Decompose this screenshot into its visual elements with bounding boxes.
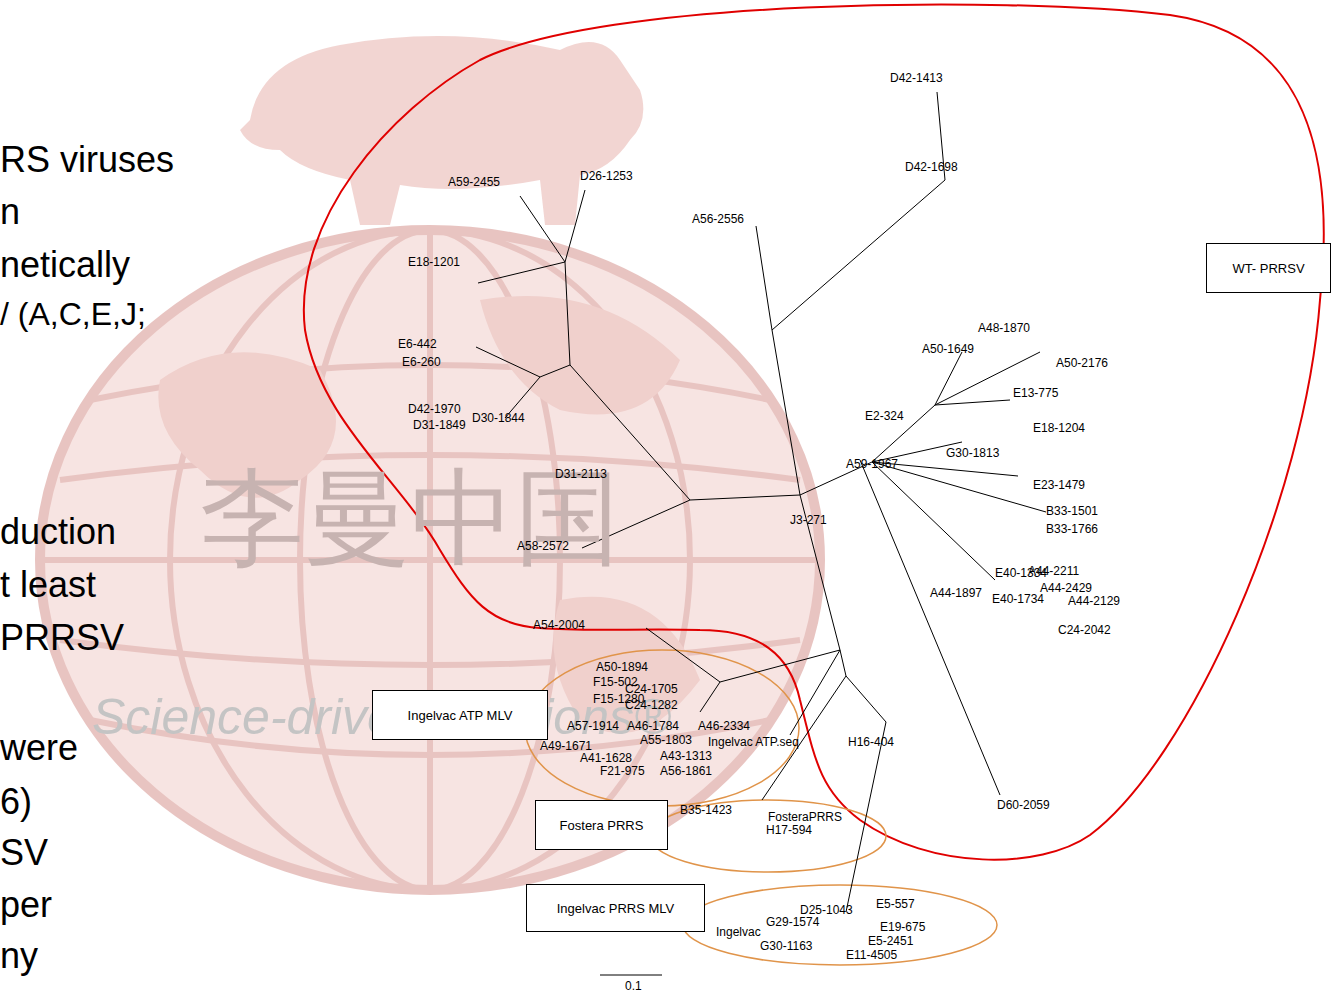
sample-label: B35-1423 (680, 804, 732, 817)
sample-label: A56-2556 (692, 213, 744, 226)
box-label: Ingelvac PRRS MLV (557, 901, 675, 916)
sample-label: E40-1734 (992, 593, 1044, 606)
slide-text: 6) (0, 782, 32, 822)
scale-label: 0.1 (625, 980, 642, 992)
cluster-label-box: WT- PRRSV (1206, 243, 1331, 293)
scale-bar (600, 975, 662, 976)
sample-label: J3-271 (790, 514, 827, 527)
cluster-label-box: Fostera PRRS (535, 800, 668, 850)
sample-label: E18-1204 (1033, 422, 1085, 435)
cluster-label-box: Ingelvac PRRS MLV (526, 884, 705, 932)
sample-label: Ingelvac (716, 926, 761, 939)
sample-label: E11-4505 (846, 949, 897, 962)
sample-label: D60-2059 (997, 799, 1050, 812)
box-label: Fostera PRRS (560, 818, 644, 833)
sample-label: E18-1201 (408, 256, 460, 269)
slide-text: netically (0, 245, 130, 285)
sample-label: A54-2004 (533, 619, 585, 632)
sample-label: E23-1479 (1033, 479, 1085, 492)
sample-label: A59-2455 (448, 176, 500, 189)
sample-label: Ingelvac ATP.seq (708, 736, 799, 749)
sample-label: D42-1970 (408, 403, 461, 416)
sample-label: F21-975 (600, 765, 645, 778)
sample-label: B33-1501 (1046, 505, 1098, 518)
sample-label: A48-1870 (978, 322, 1030, 335)
sample-label: C24-2042 (1058, 624, 1111, 637)
sample-label: A50-2176 (1056, 357, 1108, 370)
sample-label: E5-2451 (868, 935, 913, 948)
sample-label: E13-775 (1013, 387, 1058, 400)
sample-label: A44-1897 (930, 587, 982, 600)
slide-text: n (0, 192, 20, 232)
sample-label: A50-1894 (596, 661, 648, 674)
sample-label: A57-1914 (567, 720, 619, 733)
sample-label: A44-2429 (1040, 582, 1092, 595)
sample-label: E19-675 (880, 921, 925, 934)
slide-text: SV (0, 833, 48, 873)
sample-label: A46-2334 (698, 720, 750, 733)
slide-text: ny (0, 936, 38, 976)
sample-label: A43-1313 (660, 750, 712, 763)
sample-label: G30-1163 (760, 940, 812, 953)
sample-label: A55-1803 (640, 734, 692, 747)
sample-label: A44-2129 (1068, 595, 1120, 608)
sample-label: D42-1698 (905, 161, 958, 174)
sample-label: D26-1253 (580, 170, 633, 183)
sample-label: C24-1282 (625, 699, 678, 712)
cluster-label-box: Ingelvac ATP MLV (372, 690, 548, 740)
sample-label: A41-1628 (580, 752, 632, 765)
sample-label: D31-2113 (555, 468, 607, 481)
sample-label: H17-594 (766, 824, 812, 837)
slide-text: duction (0, 512, 116, 552)
sample-label: A44-2211 (1028, 565, 1079, 578)
slide-text: / (A,C,E,J; (0, 297, 146, 332)
sample-label: E5-557 (876, 898, 915, 911)
sample-label: E6-260 (402, 356, 441, 369)
sample-label: A56-1861 (660, 765, 712, 778)
slide-text: t least (0, 565, 96, 605)
sample-label: FosteraPRRS (768, 811, 842, 824)
slide-text: RS viruses (0, 140, 174, 180)
globe-watermark (40, 230, 820, 890)
sample-label: E6-442 (398, 338, 437, 351)
box-label: WT- PRRSV (1232, 261, 1304, 276)
sample-label: D31-1849 (413, 419, 466, 432)
sample-label: D42-1413 (890, 72, 943, 85)
sample-label: A50-1649 (922, 343, 974, 356)
sample-label: D30-1844 (472, 412, 525, 425)
sample-label: G29-1574 (766, 916, 819, 929)
sample-label: B33-1766 (1046, 523, 1098, 536)
sample-label: G30-1813 (946, 447, 999, 460)
slide-text: were (0, 728, 78, 768)
cluster-ellipses (525, 650, 997, 965)
slide-text: per (0, 885, 52, 925)
wt-clade-outline (304, 4, 1324, 859)
sample-label: A58-2572 (517, 540, 569, 553)
sample-label: E2-324 (865, 410, 904, 423)
sample-label: A46-1784 (627, 720, 679, 733)
box-label: Ingelvac ATP MLV (408, 708, 513, 723)
sample-label: A59-1967 (846, 458, 898, 471)
sample-label: H16-404 (848, 736, 894, 749)
slide-text: PRRSV (0, 618, 124, 658)
